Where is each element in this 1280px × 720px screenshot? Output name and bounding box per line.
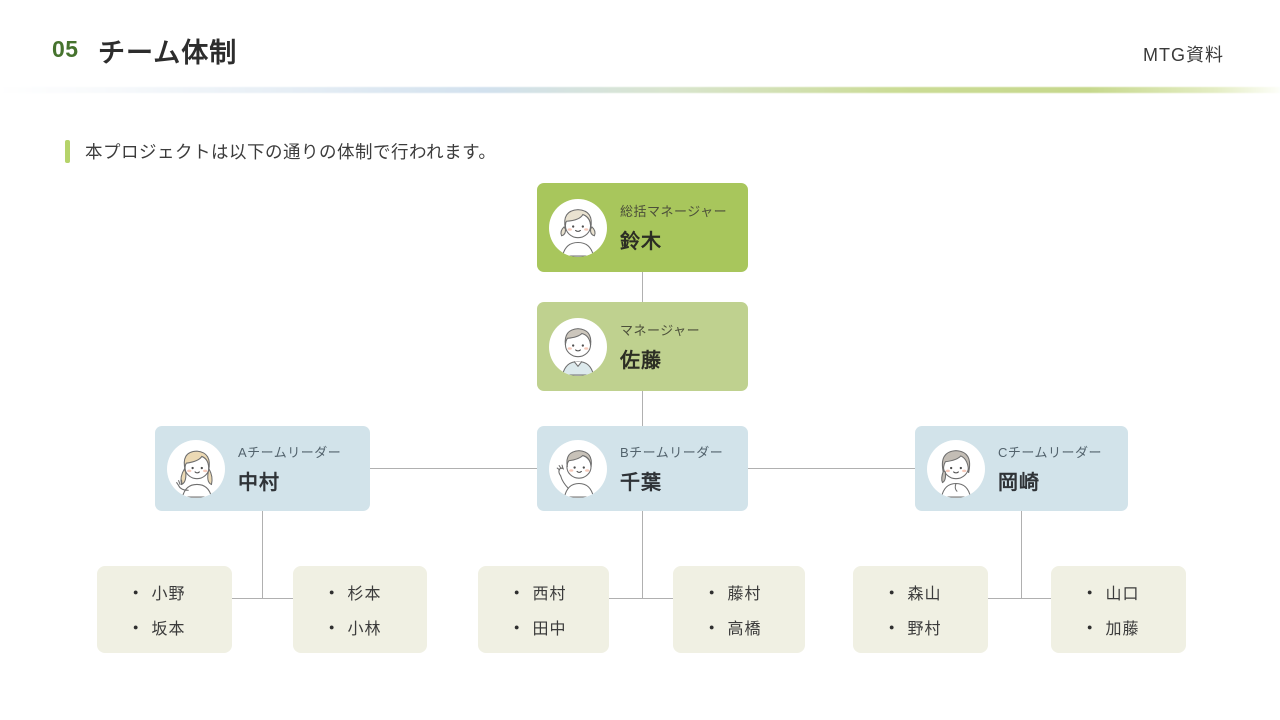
member-name: 高橋 [709,615,805,639]
woman-bob-hair-avatar-icon [940,449,972,498]
member-box-a1: 小野 坂本 [97,566,232,653]
member-name: 森山 [889,580,988,604]
org-node-leader-c: Cチームリーダー 岡崎 [915,426,1128,511]
org-node-name: 岡崎 [998,472,1040,494]
connector-line [642,272,643,302]
slide-header: 05 チーム体制 MTG資料 [0,0,1280,88]
avatar [549,439,607,498]
org-node-name: 千葉 [620,472,662,494]
connector-line [988,598,1051,599]
org-node-name: 中村 [238,472,280,494]
member-name: 野村 [889,615,988,639]
member-name: 田中 [514,615,609,639]
member-box-b1: 西村 田中 [478,566,609,653]
member-name: 杉本 [329,580,427,604]
avatar [927,439,985,498]
org-node-general-manager: 総括マネージャー 鈴木 [537,183,748,272]
org-node-manager: マネージャー 佐藤 [537,302,748,391]
lead-sentence: 本プロジェクトは以下の通りの体制で行われます。 [65,139,496,164]
page-number: 05 [52,36,79,62]
org-node-leader-a: Aチームリーダー 中村 [155,426,370,511]
woman-gray-hair-avatar-icon [560,208,596,257]
man-avatar-icon [561,327,595,376]
connector-line [642,391,643,426]
member-name: 西村 [514,580,609,604]
avatar [549,198,607,257]
org-node-role: Bチームリーダー [620,445,724,460]
org-node-name: 佐藤 [620,350,662,372]
connector-line [609,598,673,599]
member-box-b2: 藤村 高橋 [673,566,805,653]
member-name: 小野 [133,580,232,604]
page-title: チーム体制 [98,38,238,68]
avatar [167,439,225,498]
member-name: 加藤 [1087,615,1186,639]
connector-line [262,511,263,598]
woman-waving-avatar-icon [176,450,213,498]
connector-line [1021,511,1022,598]
member-name: 坂本 [133,615,232,639]
org-node-role: マネージャー [620,323,701,338]
member-name: 小林 [329,615,427,639]
header-gradient-divider [0,87,1280,93]
connector-line [232,598,293,599]
connector-line [642,511,643,598]
lead-accent-bar [65,140,70,163]
member-box-c2: 山口 加藤 [1051,566,1186,653]
org-node-role: Aチームリーダー [238,445,342,460]
lead-text: 本プロジェクトは以下の通りの体制で行われます。 [85,142,497,162]
org-node-role: Cチームリーダー [998,445,1102,460]
member-box-a2: 杉本 小林 [293,566,427,653]
org-node-role: 総括マネージャー [620,204,728,219]
man-waving-avatar-icon [556,449,595,498]
org-node-name: 鈴木 [620,231,662,253]
org-node-leader-b: Bチームリーダー 千葉 [537,426,748,511]
member-name: 藤村 [709,580,805,604]
connector-line [748,468,915,469]
connector-line [370,468,537,469]
member-box-c1: 森山 野村 [853,566,988,653]
member-name: 山口 [1087,580,1186,604]
corner-label: MTG資料 [1143,45,1224,65]
avatar [549,317,607,376]
